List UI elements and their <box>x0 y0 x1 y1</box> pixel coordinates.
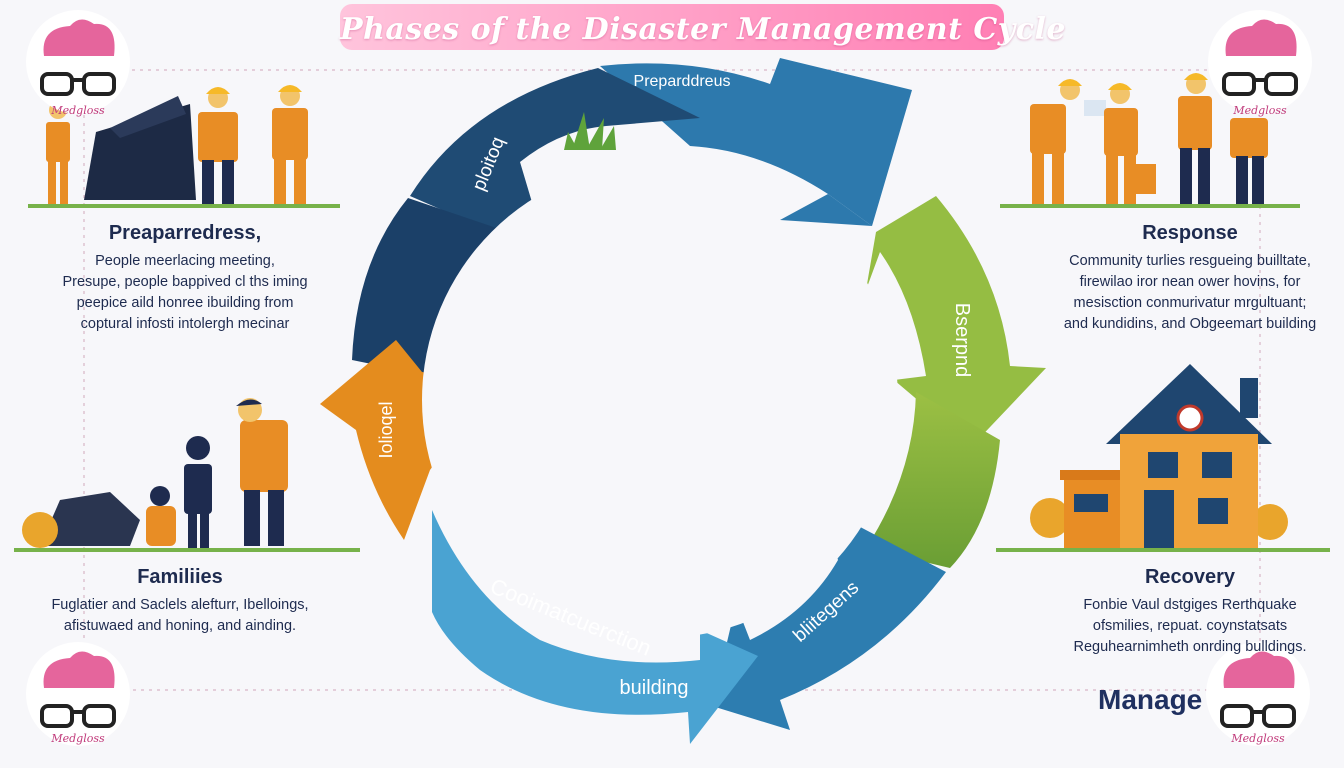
panel-bottom-left: Familiies Fuglatier and Saclels alefturr… <box>30 566 330 637</box>
panel-bottom-right-line: Fonbie Vaul dstgiges Rerthquake <box>1083 597 1297 613</box>
cycle-label-preparedness: Preparddreus <box>634 73 731 90</box>
panel-top-right: Response Community turlies resgueing bui… <box>1040 222 1340 335</box>
grass-decoration <box>564 112 616 150</box>
cycle-arrow-community-building <box>432 510 758 744</box>
footer-manage-text: Manage <box>1098 684 1203 715</box>
illustration-families <box>14 398 360 552</box>
cycle-arrow-response <box>866 196 1046 446</box>
panel-top-left-line: People meerlacing meeting, <box>95 253 275 269</box>
panel-bottom-right-title: Recovery <box>1144 566 1236 588</box>
cycle-label-response: Bserpnd <box>951 303 973 378</box>
watermark-brain-glasses-icon-tr <box>1208 10 1312 114</box>
cycle-label-building: building <box>620 677 689 699</box>
cycle-arrow-mitigation <box>352 198 520 388</box>
cycle-label-orange: Iolioqel <box>376 401 396 458</box>
panel-top-right-line: and kundidins, and Obgeemart building <box>1063 316 1317 332</box>
watermark-brain-glasses-icon-br <box>1206 642 1310 746</box>
watermark-label: Medgloss <box>51 104 105 117</box>
watermark-brain-glasses-icon-bl <box>26 642 130 746</box>
watermark-label: Medgloss <box>1233 104 1287 117</box>
panel-top-right-line: Community turlies resgueing builltate, <box>1069 253 1311 269</box>
illustration-response-workers <box>1000 73 1300 208</box>
cycle-arrow-recovery-green <box>866 392 1000 568</box>
panel-top-right-title: Response <box>1142 222 1238 244</box>
panel-top-right-line: mesisction conmurivatur mrgultuant; <box>1073 295 1307 311</box>
panel-top-left-line: Presupe, people bappived cl ths iming <box>62 274 308 290</box>
cycle-arrow-preparedness <box>600 58 912 226</box>
panel-bottom-right-line: ofsmilies, repuat. coynstatsats <box>1092 618 1288 634</box>
panel-bottom-left-line: afistuwaed and honing, and ainding. <box>63 618 297 634</box>
title-banner <box>340 4 1004 50</box>
cycle-arrow-reconstruction <box>712 508 946 730</box>
cycle-arrow-tip-top <box>780 194 872 226</box>
panel-bottom-left-line: Fuglatier and Saclels alefturr, Ibelloin… <box>51 597 309 613</box>
panel-top-left: Preaparredress, People meerlacing meetin… <box>30 222 340 335</box>
watermark-label: Medgloss <box>51 732 105 745</box>
panel-bottom-left-title: Familiies <box>137 566 223 588</box>
panel-top-left-line: peepice aild honree ibuilding from <box>76 295 294 311</box>
panel-top-left-line: coptural infosti intolergh mecinar <box>80 316 290 332</box>
cycle-arrow-prevention <box>410 68 700 256</box>
illustration-recovery-house <box>996 364 1330 552</box>
watermark-label: Medgloss <box>1231 732 1285 745</box>
panel-bottom-right: Recovery Fonbie Vaul dstgiges Rerthquake… <box>1040 566 1340 658</box>
page-title: Phases of the Disaster Management Cycle <box>340 12 1066 47</box>
panel-top-left-title: Preaparredress, <box>108 222 262 244</box>
panel-top-right-line: firewilao iror nean ower hovins, for <box>1079 274 1301 290</box>
cycle-center <box>422 162 898 638</box>
watermark-brain-glasses-icon-tl <box>26 10 130 114</box>
panel-bottom-right-line: Reguhearnimheth onrding bulldings. <box>1073 639 1307 655</box>
